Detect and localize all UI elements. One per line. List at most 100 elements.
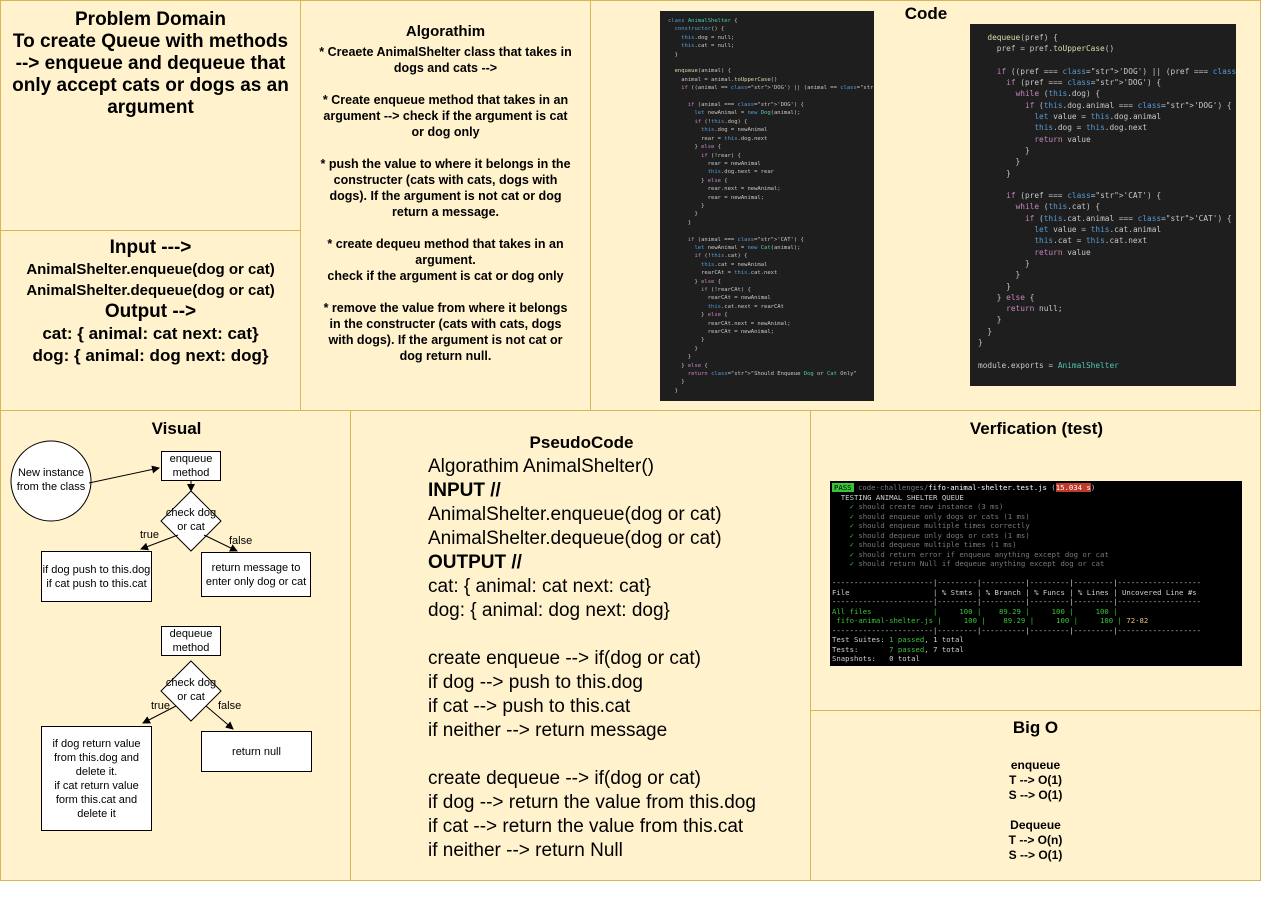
algorithm-line: * Creaete AnimalShelter class that takes…: [319, 45, 572, 59]
pseudocode-line: if dog --> push to this.dog: [428, 672, 643, 693]
code-line: if ((animal == class="str">'DOG') || (an…: [681, 85, 874, 92]
verification-panel: Verfication (test) PASS code-challenges/…: [810, 410, 1261, 711]
algorithm-line: or dog only: [411, 125, 480, 139]
code-line: let newAnimal = new Cat(animal);: [694, 244, 801, 251]
arrow-check1-true: [140, 534, 179, 551]
code-line: [668, 59, 874, 67]
arrow-instance-to-enqueue: [88, 465, 160, 484]
true-box-dequeue: if dog return value from this.dog and de…: [41, 726, 152, 831]
bigo-dequeue-space: S --> O(1): [1008, 848, 1063, 862]
code-line: if (this.cat.animal === class="str">'CAT…: [1024, 213, 1232, 223]
false-box-enqueue: return message to enter only dog or cat: [201, 552, 311, 597]
pseudocode-line: AnimalShelter.enqueue(dog or cat): [428, 504, 722, 525]
problem-domain-panel: Problem Domain To create Queue with meth…: [0, 0, 301, 231]
code-line: return null;: [1006, 304, 1063, 314]
problem-line-4: argument: [107, 97, 194, 118]
code-line: if (!this.cat) {: [694, 253, 748, 260]
code-line: }: [978, 270, 1021, 280]
false2-label: false: [218, 700, 242, 712]
code-line: }: [978, 338, 983, 348]
arrow-check2-false: [205, 705, 234, 730]
pseudocode-panel: PseudoCode Algorathim AnimalShelter()INP…: [350, 410, 811, 881]
code-line: } else {: [668, 278, 721, 285]
algorithm-line: return a message.: [392, 205, 499, 219]
algorithm-line: argument --> check if the argument is ca…: [323, 109, 568, 123]
input-line-2: AnimalShelter.dequeue(dog or cat): [26, 282, 275, 299]
code-line: [978, 55, 1236, 66]
arrow-check1-false: [203, 534, 238, 552]
code-line: [668, 93, 874, 101]
bigo-panel: Big O enqueue T --> O(1) S --> O(1) Dequ…: [810, 710, 1261, 881]
pseudocode-line: INPUT //: [428, 480, 501, 501]
test-suites-summary: Test Suites: 1 passed, 1 total: [832, 635, 964, 644]
bigo-enqueue-label: enqueue: [1010, 758, 1061, 772]
code-line: }: [668, 51, 678, 58]
code-line: }: [668, 354, 692, 361]
code-line: [978, 348, 1236, 359]
code-line: rearCAt.next = newAnimal;: [668, 320, 791, 327]
bigo-enqueue-time: T --> O(1): [1009, 773, 1062, 787]
false-box-dequeue: return null: [201, 731, 312, 772]
code-panel: Code class AnimalShelter { constructor()…: [590, 0, 1261, 411]
code-line: }: [978, 326, 993, 336]
algorithm-line: * remove the value from where it belongs: [323, 301, 568, 315]
code-line: this.cat.next = rearCAt: [707, 303, 784, 310]
code-line: if ((pref === class="str">'DOG') || (pre…: [996, 66, 1236, 76]
test-case-line: ✓ should return Null if dequeue anything…: [849, 559, 1105, 568]
input-title: Input --->: [109, 237, 192, 258]
problem-domain-title: Problem Domain: [75, 9, 226, 30]
code-line: enqueue(animal) {: [674, 68, 731, 75]
code-screenshot-dequeue: dequeue(pref) { pref = pref.toUpperCase(…: [970, 24, 1236, 386]
code-line: }: [668, 345, 698, 352]
code-line: while (this.dog) {: [1015, 89, 1101, 99]
code-line: } else {: [668, 362, 708, 369]
code-title: Code: [904, 4, 948, 23]
code-line: } else {: [668, 312, 728, 319]
code-line: }: [668, 211, 698, 218]
bigo-title: Big O: [1012, 718, 1059, 737]
bigo-enqueue-space: S --> O(1): [1008, 788, 1063, 802]
code-line: return value: [1034, 247, 1091, 257]
pseudocode-line: AnimalShelter.dequeue(dog or cat): [428, 528, 722, 549]
code-line: rear = newAnimal: [668, 160, 761, 167]
code-line: if (animal === class="str">'DOG') {: [687, 102, 804, 109]
test-time: 15.034 s: [1055, 483, 1091, 492]
table-rule: -----------------------|---------|------…: [832, 625, 1202, 635]
algorithm-body: * Creaete AnimalShelter class that takes…: [301, 44, 590, 364]
bigo-dequeue-time: T --> O(n): [1008, 833, 1063, 847]
code-line: if (pref === class="str">'DOG') {: [1006, 78, 1162, 88]
algorithm-line: dogs). If the argument is not cat or dog: [329, 189, 562, 203]
pseudocode-line: dog: { animal: dog next: dog}: [428, 600, 670, 621]
output-line-1: cat: { animal: cat next: cat}: [42, 324, 259, 343]
code-line: [668, 227, 874, 235]
code-line: if (this.dog.animal === class="str">'DOG…: [1024, 100, 1232, 110]
algorithm-paragraph: * remove the value from where it belongs…: [301, 300, 590, 364]
code-line: return class="str">"Should Enqueue Dog o…: [687, 371, 857, 378]
bigo-dequeue-label: Dequeue: [1010, 818, 1061, 832]
false1-label: false: [229, 535, 253, 547]
pseudocode-line: if neither --> return Null: [428, 840, 623, 861]
pseudocode-title: PseudoCode: [529, 433, 634, 452]
coverage-row-file: fifo-animal-shelter.js | 100 | 89.29 | 1…: [832, 616, 1149, 625]
code-line: return value: [1034, 134, 1091, 144]
new-instance-node: [10, 440, 92, 522]
pseudocode-line: [428, 743, 756, 767]
coverage-header: File | % Stmts | % Branch | % Funcs | % …: [832, 587, 1197, 597]
test-case-line: ✓ should return error if enqueue anythin…: [849, 549, 1109, 559]
code-line: }: [978, 145, 1030, 155]
pass-badge: PASS: [832, 483, 854, 492]
code-line: if (!this.dog) {: [694, 118, 748, 125]
pseudocode-line: create enqueue --> if(dog or cat): [428, 648, 702, 669]
code-line: let newAnimal = new Dog(animal);: [694, 110, 801, 117]
algorithm-line: * Create enqueue method that takes in an: [322, 93, 569, 107]
problem-line-3: only accept cats or dogs as an: [12, 75, 289, 96]
visual-title: Visual: [151, 419, 202, 438]
code-line: rearCAt = this.cat.next: [668, 270, 778, 277]
code-line: dequeue(pref) {: [987, 33, 1058, 42]
code-line: this.cat = null;: [681, 43, 735, 50]
check1-label: check dog or cat: [165, 507, 217, 533]
code-line: rear.next = newAnimal;: [668, 186, 781, 193]
code-line: let value = this.dog.animal: [1034, 112, 1162, 122]
code-line: pref = pref.toUpperCase(): [978, 44, 1115, 54]
algorithm-title: Algorathim: [405, 23, 486, 40]
